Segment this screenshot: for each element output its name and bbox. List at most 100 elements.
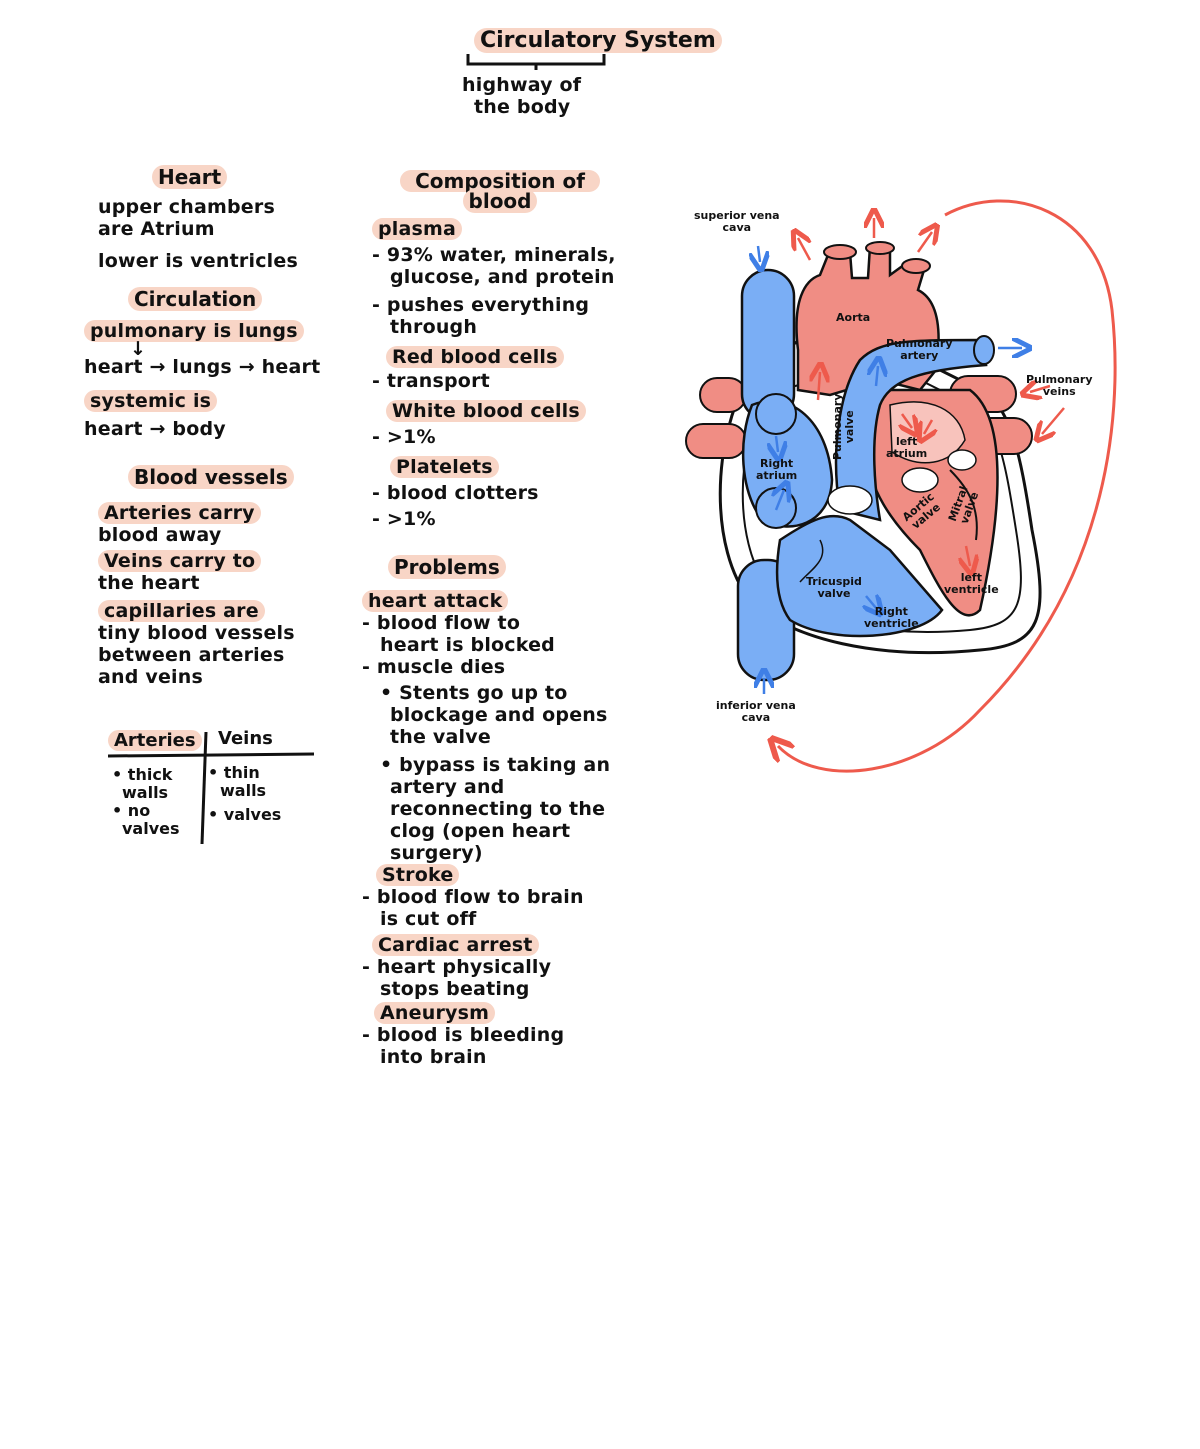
- page-title-text: Circulatory System: [474, 28, 722, 53]
- note-line: surgery): [390, 842, 483, 864]
- circulation-heading: Circulation: [84, 287, 364, 311]
- note-line: Arteries carry: [98, 502, 261, 524]
- heart-notes: upper chambers are Atrium lower is ventr…: [84, 196, 364, 272]
- note-line: the heart: [98, 572, 200, 594]
- label-pulmonary-artery: Pulmonary artery: [886, 338, 953, 362]
- note-line: stops beating: [380, 978, 530, 1000]
- aneurysm-label: Aneurysm: [374, 1002, 496, 1024]
- note-line: • Stents go up to: [380, 682, 568, 704]
- label-superior-vena-cava: superior vena cava: [694, 210, 780, 234]
- note-line: through: [390, 316, 478, 338]
- note-line: artery and: [390, 776, 505, 798]
- platelets-label: Platelets: [390, 456, 499, 478]
- note-line: lower is ventricles: [98, 250, 298, 272]
- down-arrow-icon: ↓: [130, 338, 147, 360]
- label-line: inferior vena: [716, 699, 796, 712]
- label-line: ventricle: [864, 617, 919, 630]
- problems-heading-text: Problems: [388, 555, 506, 579]
- systemic-loop-arrow: [778, 199, 1117, 773]
- valves: [799, 449, 977, 583]
- label-line: artery: [900, 349, 939, 362]
- table-item: walls: [220, 781, 267, 800]
- note-line: upper chambers: [98, 196, 275, 218]
- problems-heading: Problems: [362, 555, 622, 579]
- arteries-header: Arteries: [108, 730, 202, 751]
- veins-header-text: Veins: [218, 728, 273, 749]
- title-bracket: [466, 54, 606, 70]
- note-line: • bypass is taking an: [380, 754, 611, 776]
- heart-heading: Heart: [84, 165, 364, 189]
- subtitle: highway of the body: [462, 74, 581, 118]
- systemic-flow: heart → body: [84, 418, 226, 440]
- label-pulmonary-valve: Pulmonary valve: [831, 393, 856, 460]
- composition-heading-line: Composition of: [400, 170, 600, 192]
- table-item: walls: [122, 783, 169, 802]
- note-line: is cut off: [380, 908, 477, 930]
- label-line: Aorta: [836, 311, 871, 324]
- note-line: - blood flow to: [362, 612, 521, 634]
- label-line: cava: [722, 221, 752, 234]
- cardiac-arrest-label: Cardiac arrest: [372, 934, 539, 956]
- pulmonary-flow: heart → lungs → heart: [84, 356, 321, 378]
- stroke-label: Stroke: [376, 864, 460, 886]
- note-line: - 93% water, minerals,: [372, 244, 616, 266]
- pulmonary-text: pulmonary is lungs: [84, 320, 304, 342]
- label-line: Right: [874, 605, 908, 618]
- heart-attack-label: heart attack: [362, 590, 509, 612]
- label-line: left: [895, 435, 918, 448]
- note-line: - blood clotters: [372, 482, 539, 504]
- column-left: Heart upper chambers are Atrium lower is…: [84, 165, 364, 688]
- label-line: Pulmonary: [886, 337, 953, 350]
- heart-diagram: [685, 199, 1117, 773]
- rbc-label: Red blood cells: [386, 346, 564, 368]
- note-line: - pushes everything: [372, 294, 590, 316]
- note-line: - heart physically: [362, 956, 552, 978]
- note-line: the valve: [390, 726, 491, 748]
- table-item: • thick: [112, 765, 173, 784]
- subtitle-line: highway of: [462, 74, 582, 96]
- label-line: Right: [759, 457, 794, 470]
- subtitle-line: the body: [474, 96, 571, 118]
- blood-vessels-heading-text: Blood vessels: [128, 465, 294, 489]
- label-tricuspid-valve: Tricuspid valve: [806, 576, 862, 600]
- note-line: - blood is bleeding: [362, 1024, 565, 1046]
- label-line: ventricle: [944, 583, 999, 596]
- note-line: - muscle dies: [362, 656, 506, 678]
- note-line: are Atrium: [98, 218, 215, 240]
- note-line: glucose, and protein: [390, 266, 615, 288]
- note-line: into brain: [380, 1046, 487, 1068]
- arteries-veins-table: Arteries Veins • thick walls • no valves…: [108, 728, 318, 848]
- blood-vessels-heading: Blood vessels: [84, 465, 364, 489]
- composition-heading: Composition of blood: [362, 170, 600, 213]
- veins-header: Veins: [218, 728, 273, 749]
- plasma-label: plasma: [372, 218, 463, 240]
- label-line: atrium: [756, 469, 798, 482]
- label-line: veins: [1042, 385, 1076, 398]
- note-line: - >1%: [372, 426, 436, 448]
- note-line: blockage and opens: [390, 704, 608, 726]
- label-left-atrium: left atrium: [886, 436, 927, 460]
- note-line: capillaries are: [98, 600, 265, 622]
- circulation-heading-text: Circulation: [128, 287, 263, 311]
- problems-section: Problems heart attack - blood flow to he…: [362, 555, 622, 1068]
- note-line: Veins carry to: [98, 550, 262, 572]
- note-line: reconnecting to the: [390, 798, 606, 820]
- label-line: valve: [843, 410, 856, 444]
- pulmonary-vein-left-top: [699, 377, 747, 413]
- arteries-header-text: Arteries: [108, 730, 202, 751]
- right-ventricle: [775, 514, 944, 638]
- note-line: clog (open heart: [390, 820, 571, 842]
- composition-notes: plasma - 93% water, minerals, glucose, a…: [362, 218, 622, 530]
- note-line: between arteries: [98, 644, 285, 666]
- note-line: - transport: [372, 370, 490, 392]
- table-item: • no: [112, 801, 151, 820]
- pulmonary-vein-left-bottom: [685, 423, 747, 459]
- table-item: valves: [122, 819, 180, 838]
- note-line: heart is blocked: [380, 634, 555, 656]
- label-pulmonary-veins: Pulmonary veins: [1026, 374, 1093, 398]
- label-line: Tricuspid: [806, 575, 862, 588]
- label-line: left: [960, 571, 982, 584]
- page-title: Circulatory System: [474, 28, 722, 53]
- systemic-text: systemic is: [84, 390, 218, 412]
- note-line: - blood flow to brain: [362, 886, 584, 908]
